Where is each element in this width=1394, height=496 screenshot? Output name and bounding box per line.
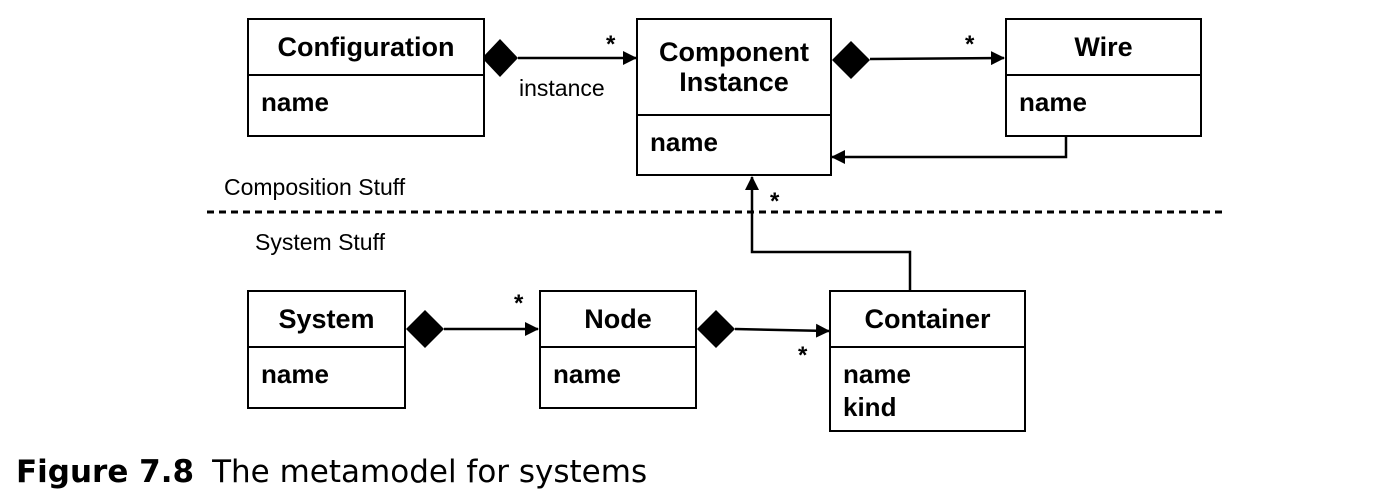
composition-diamond-system	[406, 310, 444, 348]
attribute-name: name	[261, 87, 329, 117]
figure-caption: Figure 7.8 The metamodel for systems	[16, 452, 647, 492]
attribute-name: name	[553, 359, 621, 389]
class-component-instance-attributes: name	[638, 116, 830, 159]
class-node: Node name	[539, 290, 697, 409]
attribute-name: name	[650, 127, 718, 157]
class-node-name: Node	[541, 292, 695, 348]
region-label-composition: Composition Stuff	[224, 174, 406, 200]
class-wire-name: Wire	[1007, 20, 1200, 76]
multiplicity-system-node: *	[514, 290, 524, 317]
multiplicity-instance-wire: *	[965, 31, 975, 58]
class-system: System name	[247, 290, 406, 409]
class-system-name: System	[249, 292, 404, 348]
composition-diamond-node	[697, 310, 735, 348]
multiplicity-node-container: *	[798, 342, 808, 369]
role-label-instance: instance	[519, 75, 605, 101]
class-node-attributes: name	[541, 348, 695, 391]
association-container-instance	[745, 176, 912, 292]
figure-number: Figure 7.8	[16, 454, 195, 490]
class-system-attributes: name	[249, 348, 404, 391]
figure-title: The metamodel for systems	[212, 454, 648, 490]
class-configuration-name: Configuration	[249, 20, 483, 76]
attribute-name: name	[843, 359, 911, 389]
class-container: Container name kind	[829, 290, 1026, 432]
composition-diamond-configuration	[482, 39, 518, 77]
attribute-kind: kind	[843, 392, 897, 422]
multiplicity-configuration-instance: *	[606, 31, 616, 58]
class-wire: Wire name	[1005, 18, 1202, 137]
association-instance-wire	[869, 51, 1005, 66]
region-label-system: System Stuff	[255, 229, 385, 255]
class-wire-attributes: name	[1007, 76, 1200, 119]
class-configuration: Configuration name	[247, 18, 485, 137]
attribute-name: name	[261, 359, 329, 389]
class-container-name: Container	[831, 292, 1024, 348]
multiplicity-container-instance: *	[770, 188, 780, 215]
class-container-attributes: name kind	[831, 348, 1024, 424]
association-wire-instance	[831, 136, 1068, 164]
attribute-name: name	[1019, 87, 1087, 117]
composition-diamond-component-instance	[832, 41, 870, 79]
class-configuration-attributes: name	[249, 76, 483, 119]
class-component-instance: Component Instance name	[636, 18, 832, 176]
association-node-container	[734, 323, 830, 338]
class-component-instance-name: Component Instance	[638, 20, 830, 116]
